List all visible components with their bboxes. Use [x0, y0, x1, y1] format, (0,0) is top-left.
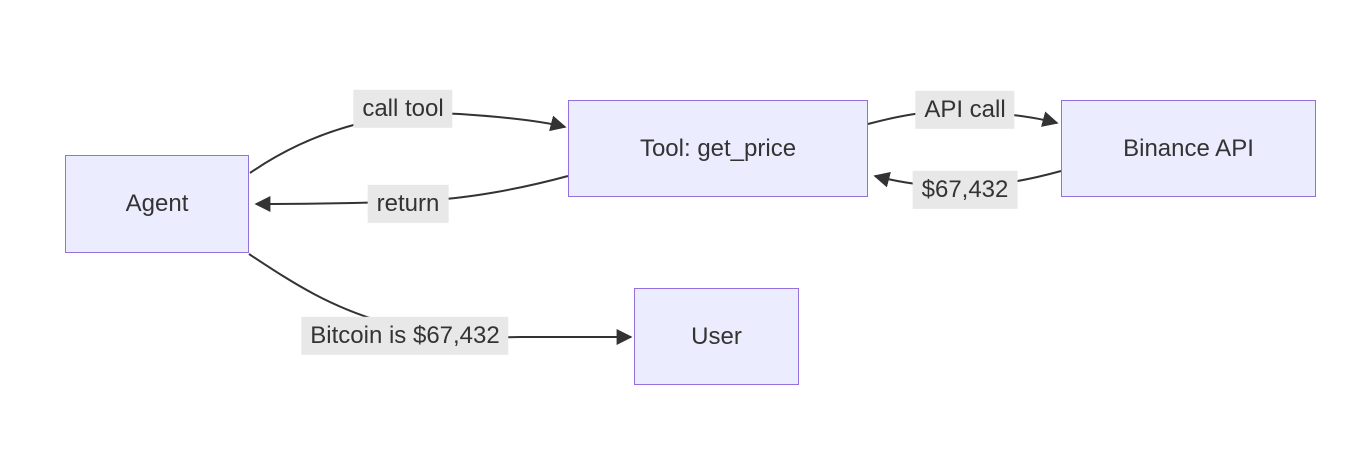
node-user: User [634, 288, 799, 385]
node-tool-get-price-label: Tool: get_price [639, 134, 797, 162]
edge-label-price: $67,432 [912, 170, 1018, 210]
node-tool-get-price: Tool: get_price [568, 100, 868, 197]
edge-label-bitcoin-message: Bitcoin is $67,432 [301, 316, 509, 356]
node-binance-api: Binance API [1061, 100, 1316, 197]
node-user-label: User [691, 322, 742, 350]
edge-label-return: return [367, 184, 449, 224]
edge-label-call-tool: call tool [353, 89, 453, 129]
node-agent-label: Agent [125, 190, 189, 217]
node-agent: Agent [65, 155, 249, 253]
edge-label-api-call: API call [915, 90, 1015, 130]
node-binance-api-label: Binance API [1123, 134, 1254, 162]
